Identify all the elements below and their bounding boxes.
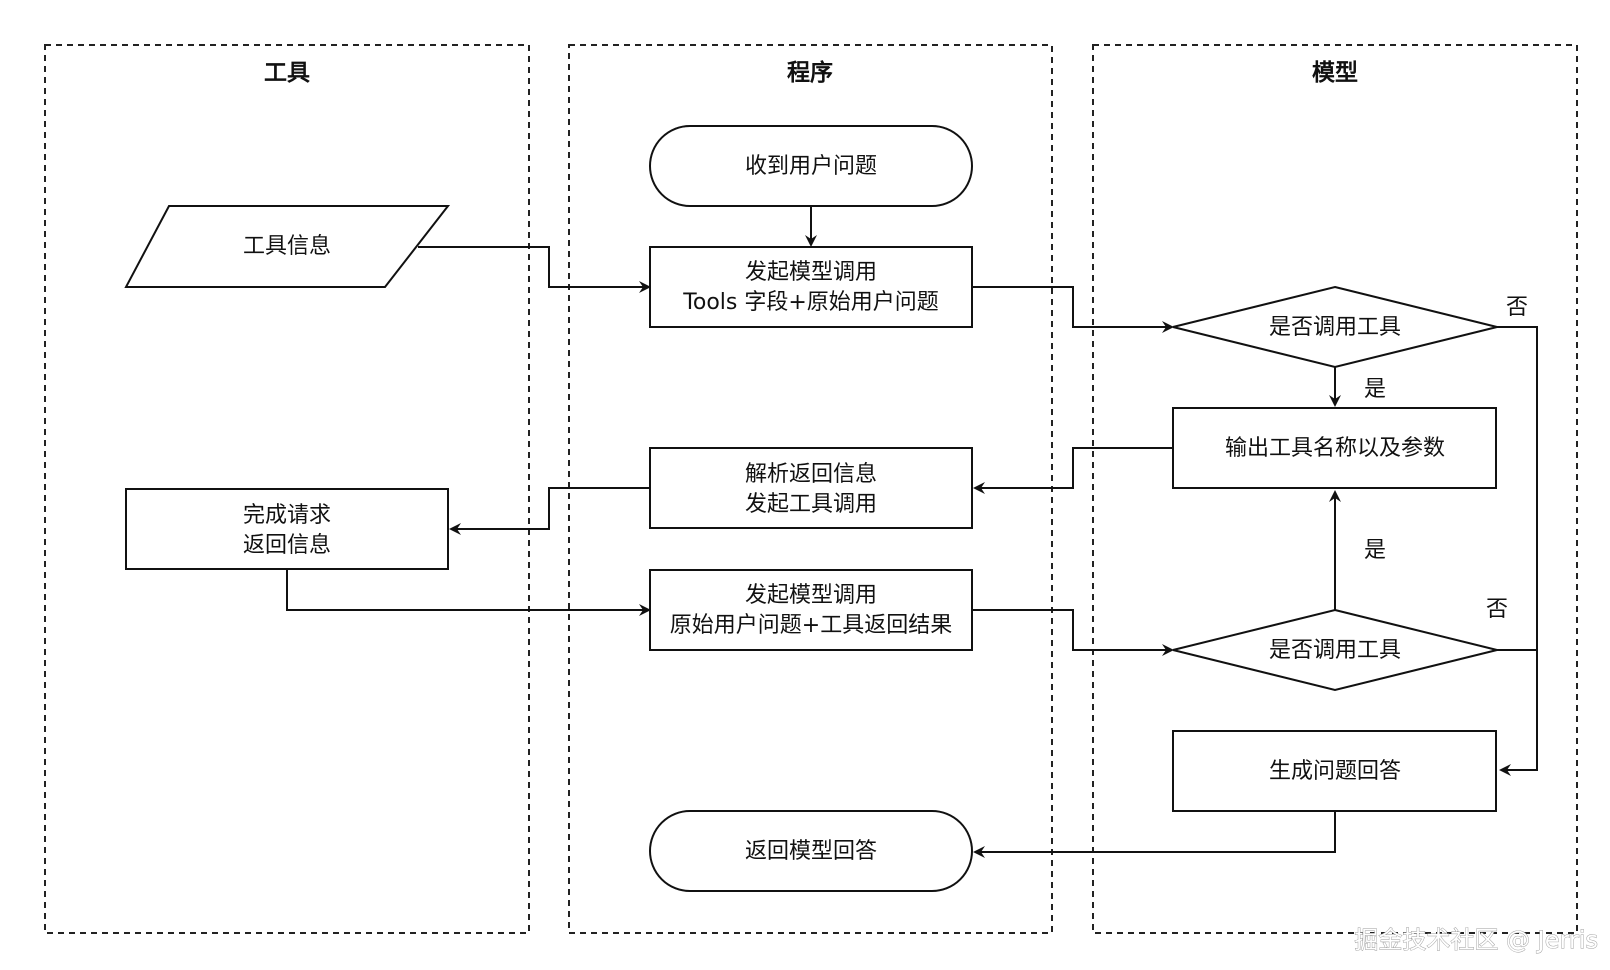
- label-output-tool: 输出工具名称以及参数: [1225, 436, 1445, 461]
- label-call-model-2-line1: 发起模型调用: [745, 583, 877, 608]
- lane-tools: [44, 44, 530, 934]
- io-tool-info: [124, 205, 451, 288]
- label-tool-info: 工具信息: [243, 234, 331, 259]
- process-output-tool: [1172, 407, 1497, 489]
- watermark-text: 掘金技术社区 @ Jerris: [1354, 926, 1598, 954]
- edge-output-to-parse: [973, 447, 1173, 494]
- edge-label-no-1: 否: [1506, 295, 1528, 320]
- process-parse-return: [649, 447, 973, 529]
- label-decide-tool-1: 是否调用工具: [1269, 315, 1401, 340]
- edge-label-yes-2: 是: [1364, 538, 1386, 563]
- label-call-model-2-line2: 原始用户问题+工具返回结果: [670, 613, 952, 638]
- label-receive-question: 收到用户问题: [745, 154, 877, 179]
- edge-toolinfo-to-call1: [418, 246, 651, 293]
- process-call-model-1: [649, 246, 973, 328]
- process-generate-answer: [1172, 730, 1497, 812]
- label-parse-return-line2: 发起工具调用: [745, 492, 877, 517]
- decision-call-tool-2: [1172, 608, 1498, 692]
- label-complete-request-line1: 完成请求: [243, 503, 331, 528]
- label-generate-answer: 生成问题回答: [1269, 759, 1401, 784]
- label-return-answer: 返回模型回答: [745, 839, 877, 864]
- edge-call2-to-decide2: [973, 609, 1174, 656]
- lane-model: [1092, 44, 1578, 934]
- edge-generate-to-return: [973, 811, 1336, 858]
- edge-call1-to-decide1: [973, 286, 1174, 333]
- terminal-receive-question: [649, 125, 973, 207]
- label-complete-request-line2: 返回信息: [243, 533, 331, 558]
- lane-title-tools: 工具: [264, 60, 310, 86]
- process-complete-request: [125, 488, 449, 570]
- terminal-return-answer: [649, 810, 973, 892]
- label-call-model-1-line2: Tools 字段+原始用户问题: [682, 290, 939, 315]
- edge-label-yes-1: 是: [1364, 377, 1386, 402]
- label-parse-return-line1: 解析返回信息: [745, 462, 877, 487]
- label-call-model-1-line1: 发起模型调用: [745, 260, 877, 285]
- decision-call-tool-1: [1172, 285, 1498, 369]
- label-decide-tool-2: 是否调用工具: [1269, 638, 1401, 663]
- edge-complete-to-call2: [286, 569, 651, 616]
- edge-decide1-no: [1497, 326, 1538, 776]
- process-call-model-2: [649, 569, 973, 651]
- lane-title-program: 程序: [787, 59, 833, 86]
- edge-label-no-2: 否: [1486, 597, 1508, 622]
- edge-parse-to-complete: [449, 487, 649, 535]
- lane-title-model: 模型: [1312, 60, 1358, 86]
